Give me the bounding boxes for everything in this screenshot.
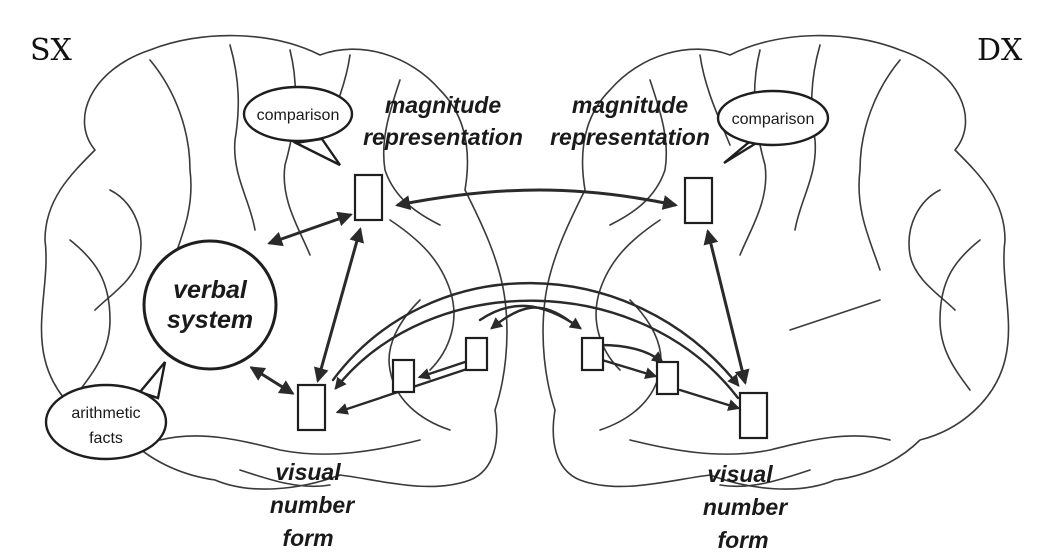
left-visual-label-line3: form [282, 525, 333, 551]
arrow-right-small-to-visual [680, 390, 738, 408]
left-visual-box [298, 385, 325, 430]
left-magnitude-label-line1: magnitude [385, 92, 501, 118]
verbal-label-line2: system [167, 306, 253, 334]
right-visual-label-line1: visual [707, 461, 773, 487]
right-magnitude-label-line2: representation [550, 124, 710, 150]
right-inner-box-lower [657, 362, 678, 394]
arrow-left-magnitude-to-left-visual [318, 230, 360, 380]
right-hemisphere-label: DX [977, 33, 1023, 68]
arrow-left-small-mid-to-small [420, 362, 465, 377]
right-magnitude-box [685, 178, 712, 223]
arrow-verbal-to-left-visual [252, 368, 292, 393]
right-visual-box [740, 393, 767, 438]
right-visual-label-line2: number [703, 494, 788, 520]
right-visual-label-line3: form [717, 527, 768, 553]
verbal-system-bubble: verbal system [144, 241, 276, 369]
left-hemisphere-label: SX [30, 33, 73, 68]
right-comparison-bubble: comparison [718, 91, 828, 163]
left-inner-box-lower [393, 360, 414, 392]
left-visual-label-line2: number [270, 492, 355, 518]
left-visual-label-line1: visual [275, 459, 341, 485]
left-magnitude-box [355, 175, 382, 220]
arrow-inner-left-arc [492, 308, 568, 328]
right-comparison-label: comparison [732, 111, 815, 128]
arithmetic-facts-bubble: arithmetic facts [46, 362, 166, 459]
arithmetic-label-line1: arithmetic [71, 405, 140, 422]
right-magnitude-label-line1: magnitude [572, 92, 688, 118]
right-inner-box-upper [582, 338, 603, 370]
arrow-right-inner-to-small [600, 345, 662, 362]
arrow-left-magnitude-to-verbal [270, 215, 350, 243]
verbal-label-line1: verbal [173, 276, 248, 304]
left-magnitude-label-line2: representation [363, 124, 523, 150]
arrow-left-magnitude-to-right-magnitude [398, 190, 675, 205]
arrow-right-small-to-small [602, 360, 655, 376]
left-inner-box-upper [466, 338, 487, 370]
left-comparison-label: comparison [257, 107, 340, 124]
left-comparison-bubble: comparison [244, 87, 352, 165]
arithmetic-label-line2: facts [89, 430, 123, 447]
